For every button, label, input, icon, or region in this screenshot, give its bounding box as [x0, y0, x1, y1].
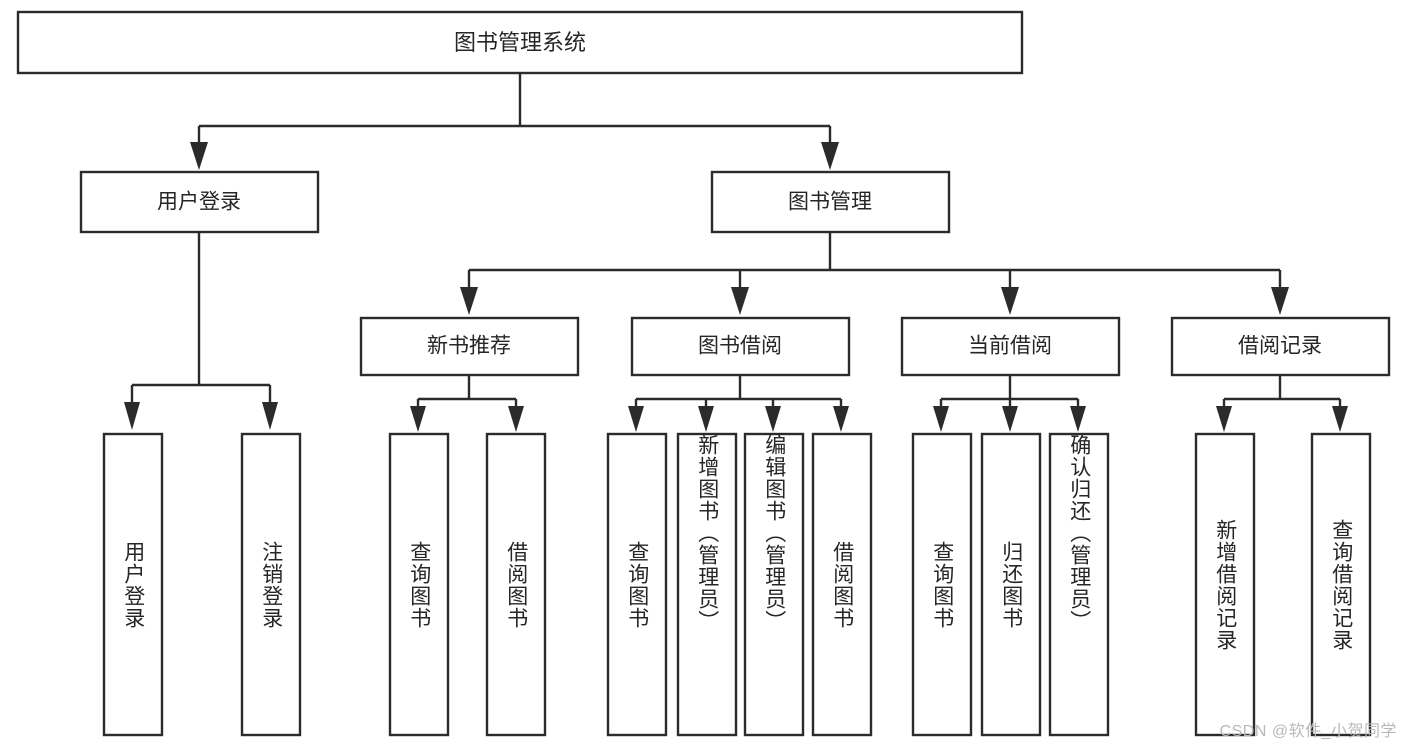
- leaf-box-logout[interactable]: [240, 432, 302, 737]
- node-current-borrow-box[interactable]: [900, 316, 1121, 377]
- arrow-head-icon: [833, 406, 849, 432]
- watermark-text: CSDN @软件_小贺同学: [1219, 723, 1397, 740]
- arrow-head-icon: [410, 406, 426, 432]
- node-new-book-recommend-label: 新书推荐: [427, 335, 511, 358]
- connector-root-to-level1: [190, 73, 839, 170]
- arrow-head-icon: [1001, 287, 1019, 315]
- arrow-head-icon: [1070, 406, 1086, 432]
- leaf-box-add-book-admin[interactable]: [676, 432, 738, 737]
- leaf-box-add-borrow-record[interactable]: [1194, 432, 1256, 737]
- arrow-head-icon: [262, 402, 278, 430]
- arrow-head-icon: [821, 142, 839, 170]
- node-user-login-box[interactable]: [79, 170, 320, 234]
- connector-bookmgmt-to-level2: [460, 232, 1289, 315]
- node-user-login[interactable]: 用户登录: [79, 170, 320, 234]
- connector-currentborrow-to-leaves: [933, 375, 1086, 432]
- arrow-head-icon: [460, 287, 478, 315]
- leaf-box-query-book-current[interactable]: [911, 432, 973, 737]
- arrow-head-icon: [765, 406, 781, 432]
- node-root-system[interactable]: 图书管理系统: [16, 10, 1024, 75]
- node-user-login-label: 用户登录: [157, 191, 241, 214]
- arrow-head-icon: [124, 402, 140, 430]
- node-root-system-box[interactable]: [16, 10, 1024, 75]
- node-book-management-label: 图书管理: [788, 191, 872, 214]
- node-book-management[interactable]: 图书管理: [710, 170, 951, 234]
- arrow-head-icon: [1002, 406, 1018, 432]
- leaf-box-query-book-recommend[interactable]: [388, 432, 450, 737]
- leaf-box-user-login[interactable]: [102, 432, 164, 737]
- arrow-head-icon: [1332, 406, 1348, 432]
- node-book-borrow-label: 图书借阅: [698, 335, 782, 358]
- arrow-head-icon: [698, 406, 714, 432]
- node-current-borrow[interactable]: 当前借阅: [900, 316, 1121, 377]
- connector-borrowrecord-to-leaves: [1216, 375, 1348, 432]
- node-borrow-record-box[interactable]: [1170, 316, 1391, 377]
- arrow-head-icon: [731, 287, 749, 315]
- leaf-box-query-book-borrow[interactable]: [606, 432, 668, 737]
- node-borrow-record[interactable]: 借阅记录: [1170, 316, 1391, 377]
- arrow-head-icon: [508, 406, 524, 432]
- arrow-head-icon: [1216, 406, 1232, 432]
- node-current-borrow-label: 当前借阅: [968, 335, 1052, 358]
- arrow-head-icon: [933, 406, 949, 432]
- leaf-box-query-borrow-record[interactable]: [1310, 432, 1372, 737]
- leaf-box-borrow-book-recommend[interactable]: [485, 432, 547, 737]
- leaf-box-edit-book-admin[interactable]: [743, 432, 805, 737]
- leaf-box-borrow-book[interactable]: [811, 432, 873, 737]
- node-book-management-box[interactable]: [710, 170, 951, 234]
- leaf-box-confirm-return-admin[interactable]: [1048, 432, 1110, 737]
- connector-newbook-to-leaves: [410, 375, 524, 432]
- node-book-borrow[interactable]: 图书借阅: [630, 316, 851, 377]
- node-root-system-label: 图书管理系统: [454, 30, 586, 55]
- node-new-book-recommend[interactable]: 新书推荐: [359, 316, 580, 377]
- node-borrow-record-label: 借阅记录: [1238, 335, 1322, 358]
- connector-userlogin-to-leaves: [124, 232, 278, 430]
- arrow-head-icon: [190, 142, 208, 170]
- arrow-head-icon: [628, 406, 644, 432]
- arrow-head-icon: [1271, 287, 1289, 315]
- leaf-box-return-book[interactable]: [980, 432, 1042, 737]
- node-new-book-recommend-box[interactable]: [359, 316, 580, 377]
- node-book-borrow-box[interactable]: [630, 316, 851, 377]
- connector-bookborrow-to-leaves: [628, 375, 849, 432]
